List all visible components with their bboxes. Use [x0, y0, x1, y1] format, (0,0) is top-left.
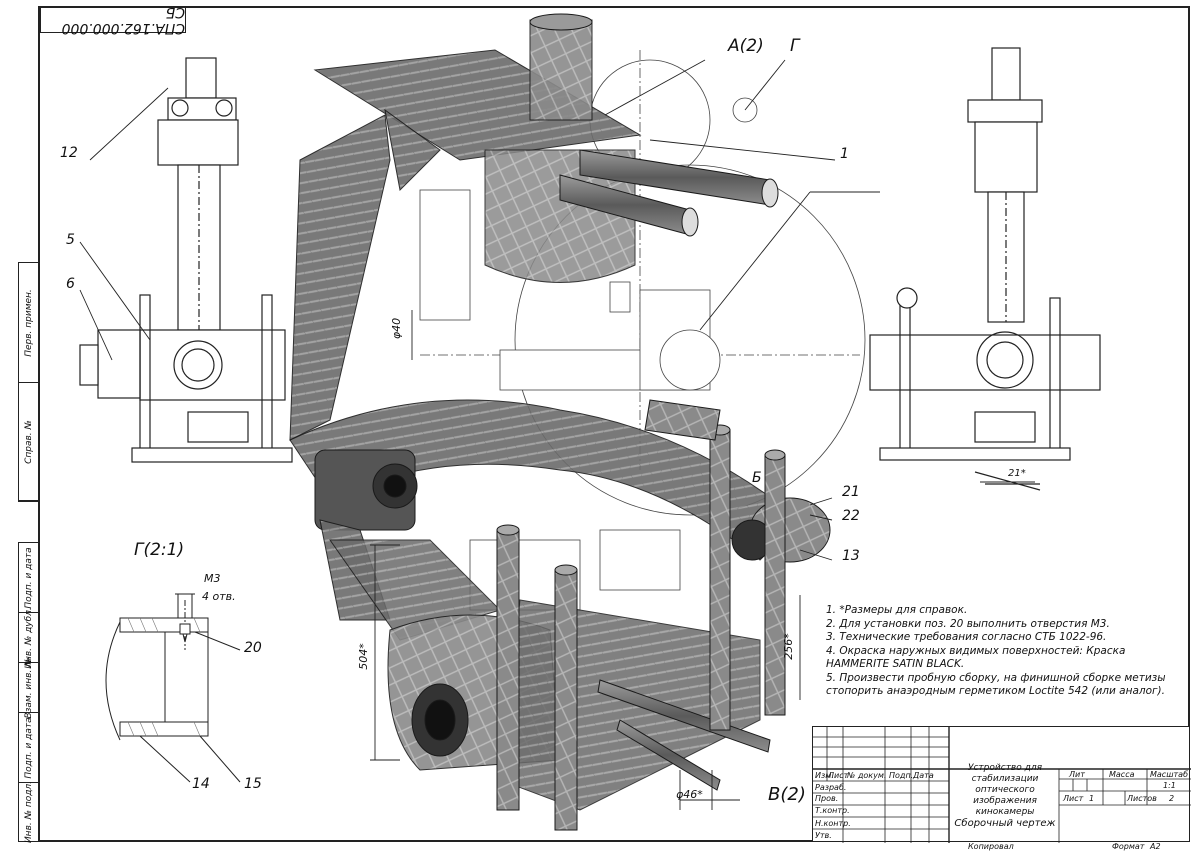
detail-label-g21: Г(2:1): [134, 540, 185, 560]
tb-row-nkontr: Н.контр.: [815, 819, 851, 828]
tb-row-prov: Пров.: [815, 794, 839, 803]
tb-lit: Лит: [1069, 770, 1085, 779]
view-label-b: Б: [752, 470, 762, 486]
tb-masshtab: Масштаб: [1150, 770, 1189, 779]
technical-notes: 1. *Размеры для справок. 2. Для установк…: [826, 604, 1176, 699]
view-label-a: А(2): [728, 36, 764, 56]
footer-format-value: А2: [1150, 842, 1161, 851]
position-label-20: 20: [244, 640, 262, 656]
position-label-5: 5: [66, 232, 75, 248]
side-cell-podp-data-2: Подп. и дата: [19, 713, 38, 783]
tb-row-utv: Утв.: [815, 831, 832, 840]
dim-label-504: 504*: [356, 643, 370, 670]
footer-format-label: Формат: [1112, 842, 1145, 851]
note-1: 1. *Размеры для справок.: [826, 604, 968, 616]
tb-col-date: Дата: [913, 771, 934, 780]
leader-lines: [79, 59, 1035, 810]
tb-sheet-value: 1: [1089, 794, 1095, 803]
position-label-21: 21: [842, 484, 860, 500]
title-block-grid: [813, 727, 1191, 843]
tb-sheets-label: Листов: [1127, 794, 1157, 803]
dim-label-d46: φ46*: [676, 788, 703, 801]
note-5: 5. Произвести пробную сборку, на финишно…: [826, 671, 1166, 698]
tb-document-title: Устройство для стабилизации оптического …: [954, 763, 1056, 829]
right-view: [869, 47, 1101, 491]
tb-row-razrab: Разраб.: [815, 783, 847, 792]
position-label-1: 1: [840, 146, 849, 162]
side-strip-bottom: Подп. и дата Инв. № дубл. Взам. инв. № П…: [18, 542, 38, 843]
drawing-frame: [38, 6, 1190, 842]
dim-label-256: 256*: [781, 633, 795, 660]
position-label-6: 6: [66, 276, 75, 292]
side-strip-top: Перв. примен. Справ. №: [18, 262, 38, 502]
dim-label-d40: φ40: [390, 317, 404, 340]
footer-copied: Копировал: [968, 842, 1014, 851]
gimbal-render: [289, 13, 831, 831]
tb-col-izm: Изм.: [815, 771, 834, 780]
left-view: [79, 57, 293, 463]
position-label-12: 12: [60, 145, 78, 161]
position-label-14: 14: [192, 776, 210, 792]
tb-sheet-label: Лист: [1063, 794, 1084, 803]
view-label-v: В(2): [768, 784, 806, 805]
dim-label-21: 21*: [1008, 468, 1026, 479]
side-cell-perv-primen: Перв. примен.: [19, 263, 38, 383]
tb-sheets-value: 2: [1169, 794, 1175, 803]
title-block: Изм. Лист № докум. Подп. Дата Разраб. Пр…: [812, 726, 1191, 843]
dim-label-m3: М3: [204, 572, 221, 585]
position-label-15: 15: [244, 776, 262, 792]
side-cell-vzam-inv: Взам. инв. №: [19, 657, 38, 718]
tb-col-list: Лист: [828, 771, 849, 780]
tb-col-sign: Подп.: [889, 771, 914, 780]
tb-col-doc: № докум.: [847, 771, 887, 780]
view-label-g: Г: [790, 36, 800, 56]
dim-label-holes: 4 отв.: [202, 590, 236, 603]
position-label-22: 22: [842, 508, 860, 524]
tb-massa: Масса: [1109, 770, 1135, 779]
tb-scale-value: 1:1: [1163, 781, 1176, 790]
position-label-13: 13: [842, 548, 860, 564]
note-2: 2. Для установки поз. 20 выполнить отвер…: [826, 617, 1110, 630]
tb-row-tkontr: Т.контр.: [815, 806, 850, 815]
detail-g-view: [105, 593, 241, 783]
side-cell-podp-data-1: Подп. и дата: [19, 543, 38, 613]
note-3: 3. Технические требования согласно СТБ 1…: [826, 631, 1107, 643]
side-cell-sprav-no: Справ. №: [19, 383, 38, 501]
note-4: 4. Окраска наружных видимых поверхностей…: [826, 644, 1126, 671]
side-cell-inv-dubl: Инв. № дубл.: [19, 607, 38, 668]
